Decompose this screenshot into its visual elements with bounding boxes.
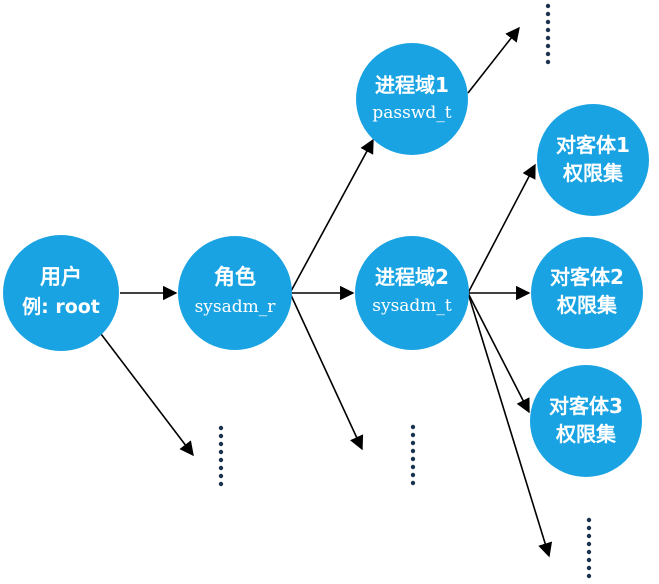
node-object3-circle [530,365,642,477]
node-role-line2: sysadm_r [195,297,277,317]
node-object1: 对客体1 权限集 [537,104,649,216]
node-user-circle [3,235,119,351]
node-object3-line2: 权限集 [555,422,617,446]
edges [97,26,553,558]
edge-domain2-ellipsis [467,292,553,558]
node-domain2-line2: sysadm_t [372,296,452,316]
ellipsis-domain2 [586,517,592,579]
ellipsis-top [545,3,551,65]
node-domain1-line2: passwd_t [372,103,451,123]
node-domain1-line1: 进程域1 [375,73,449,97]
node-role-line1: 角色 [214,265,256,289]
node-object3: 对客体3 权限集 [530,365,642,477]
node-object2-line1: 对客体2 [550,265,624,289]
node-user-line2: 例: root [22,295,100,318]
node-object3-line1: 对客体3 [549,394,623,418]
edge-user-ellipsis [97,329,194,457]
node-object1-line2: 权限集 [562,161,624,185]
node-domain1-circle [356,43,468,155]
edge-role-ellipsis [289,292,364,451]
node-object2-line2: 权限集 [556,293,618,317]
node-object2: 对客体2 权限集 [531,237,643,349]
node-user-line1: 用户 [40,265,82,289]
node-user: 用户 例: root [3,235,119,351]
ellipsis-role [410,424,416,486]
edge-domain1-ellipsis [467,26,520,94]
edge-role-domain1 [289,138,374,294]
node-domain2-line1: 进程域2 [375,265,449,289]
node-domain1: 进程域1 passwd_t [356,43,468,155]
node-role-circle [178,236,292,350]
ellipsis-user [218,425,224,487]
node-domain2-circle [355,236,469,350]
node-domain2: 进程域2 sysadm_t [355,236,469,350]
node-object2-circle [531,237,643,349]
ellipsis-group [218,3,592,579]
node-object1-line1: 对客体1 [556,133,630,157]
node-role: 角色 sysadm_r [178,236,292,350]
edge-domain2-object1 [467,163,536,294]
edge-domain2-object3 [467,292,530,414]
node-object1-circle [537,104,649,216]
